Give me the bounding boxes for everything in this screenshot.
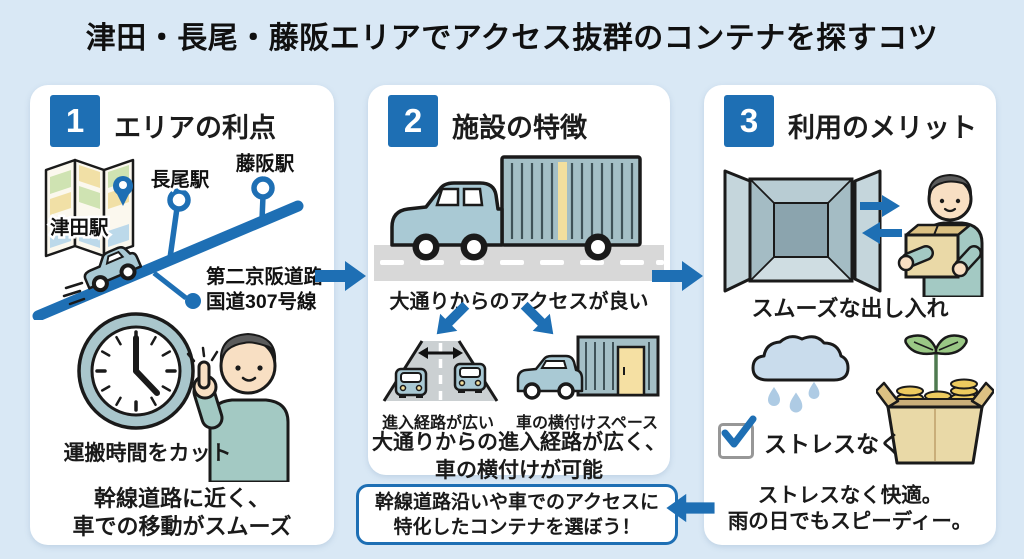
car-parking-icon [516, 335, 660, 400]
open-container-icon [723, 169, 882, 293]
panel-2-card: 2 施設の特徴 [368, 85, 670, 482]
panel-3-summary-line2: 雨の日でもスピーディー。 [727, 510, 973, 533]
truck-icon [390, 155, 642, 261]
arrow-right-2-icon [652, 261, 703, 291]
panel-1-summary-line2: 車での移動がスムーズ [72, 514, 292, 539]
step-2-badge: 2 [388, 95, 438, 147]
panel-2-summary: 大通りからの進入経路が広く、 車の横付けが可能 [368, 429, 670, 485]
panel-3-card: 3 利用のメリット [704, 85, 996, 545]
money-box-icon [876, 334, 994, 465]
person-thumbs-up-icon [186, 332, 290, 482]
width-arrow-icon [418, 347, 463, 359]
step-3-badge: 3 [724, 95, 774, 147]
arrow-down-left-icon [436, 301, 470, 335]
highway-line [32, 200, 304, 320]
callout-line2: 特化したコンテナを選ぼう！ [393, 516, 641, 538]
step-1-badge: 1 [50, 95, 100, 147]
caption-street-access: 大通りからのアクセスが良い [389, 291, 649, 313]
arrow-left-icon [666, 493, 715, 523]
clock-person-illustration [77, 312, 290, 482]
car-front-right-icon [453, 362, 487, 393]
panel-2-heading: 施設の特徴 [452, 113, 587, 143]
panel-1-heading: エリアの利点 [114, 113, 276, 143]
arrow-down-right-icon [520, 301, 554, 335]
checkbox-label: ストレスなく [764, 431, 902, 457]
clock-icon [77, 312, 195, 430]
checkmark-icon [721, 415, 757, 448]
caption-smooth-transfer: スムーズな出し入れ [751, 296, 949, 321]
wide-entry-icon [382, 340, 499, 402]
panel-1-card: 1 エリアの利点 [30, 85, 334, 545]
panel-2-summary-line2: 車の横付けが可能 [435, 459, 603, 482]
page-title: 津田・長尾・藤阪エリアでアクセス抜群のコンテナを探すコツ [85, 22, 939, 55]
station-label-nagao: 長尾駅 [151, 169, 210, 191]
entry-label: 進入経路が広い [381, 415, 494, 432]
map-pin-icon [113, 176, 133, 206]
panel-1-summary: 幹線道路に近く、 車での移動がスムーズ [30, 485, 334, 541]
transfer-arrows-icon [860, 195, 902, 244]
panel-2-summary-line1: 大通りからの進入経路が広く、 [372, 431, 666, 454]
car-icon [83, 246, 143, 293]
panel-1-summary-line1: 幹線道路に近く、 [93, 486, 270, 511]
route-307-dot [185, 293, 201, 309]
station-label-tsuda: 津田駅 [50, 216, 109, 239]
panel-3-summary: ストレスなく快適。 雨の日でもスピーディー。 [704, 483, 996, 535]
area-map-illustration: 津田駅 長尾駅 藤阪駅 第二京阪道路 国道307号線 [32, 150, 326, 320]
panel-3-heading: 利用のメリット [788, 113, 977, 143]
container-truck-illustration [374, 155, 664, 281]
car-side-icon [516, 354, 584, 400]
arrow-right-1-icon [315, 261, 366, 291]
road-label-keihan: 第二京阪道路 [206, 265, 324, 288]
map-icon [44, 158, 135, 258]
station-pin-fujisaka-icon [251, 176, 275, 221]
person-box-icon [897, 173, 984, 297]
speed-lines-icon [62, 281, 86, 306]
panel-3-summary-line1: ストレスなく快適。 [757, 484, 943, 507]
callout-box: 幹線道路沿いや車でのアクセスに 特化したコンテナを選ぼう！ [356, 484, 678, 545]
station-label-fujisaka: 藤阪駅 [236, 152, 295, 175]
caption-transport-time: 運搬時間をカット [63, 442, 232, 465]
car-front-left-icon [394, 367, 428, 398]
rain-cloud-icon [751, 335, 850, 413]
loading-illustration [723, 169, 984, 297]
callout-line1: 幹線道路沿いや車でのアクセスに [374, 491, 660, 513]
road-label-307: 国道307号線 [206, 290, 317, 313]
parking-label: 車の横付けスペース [515, 415, 659, 432]
station-pin-nagao-icon [167, 188, 191, 259]
